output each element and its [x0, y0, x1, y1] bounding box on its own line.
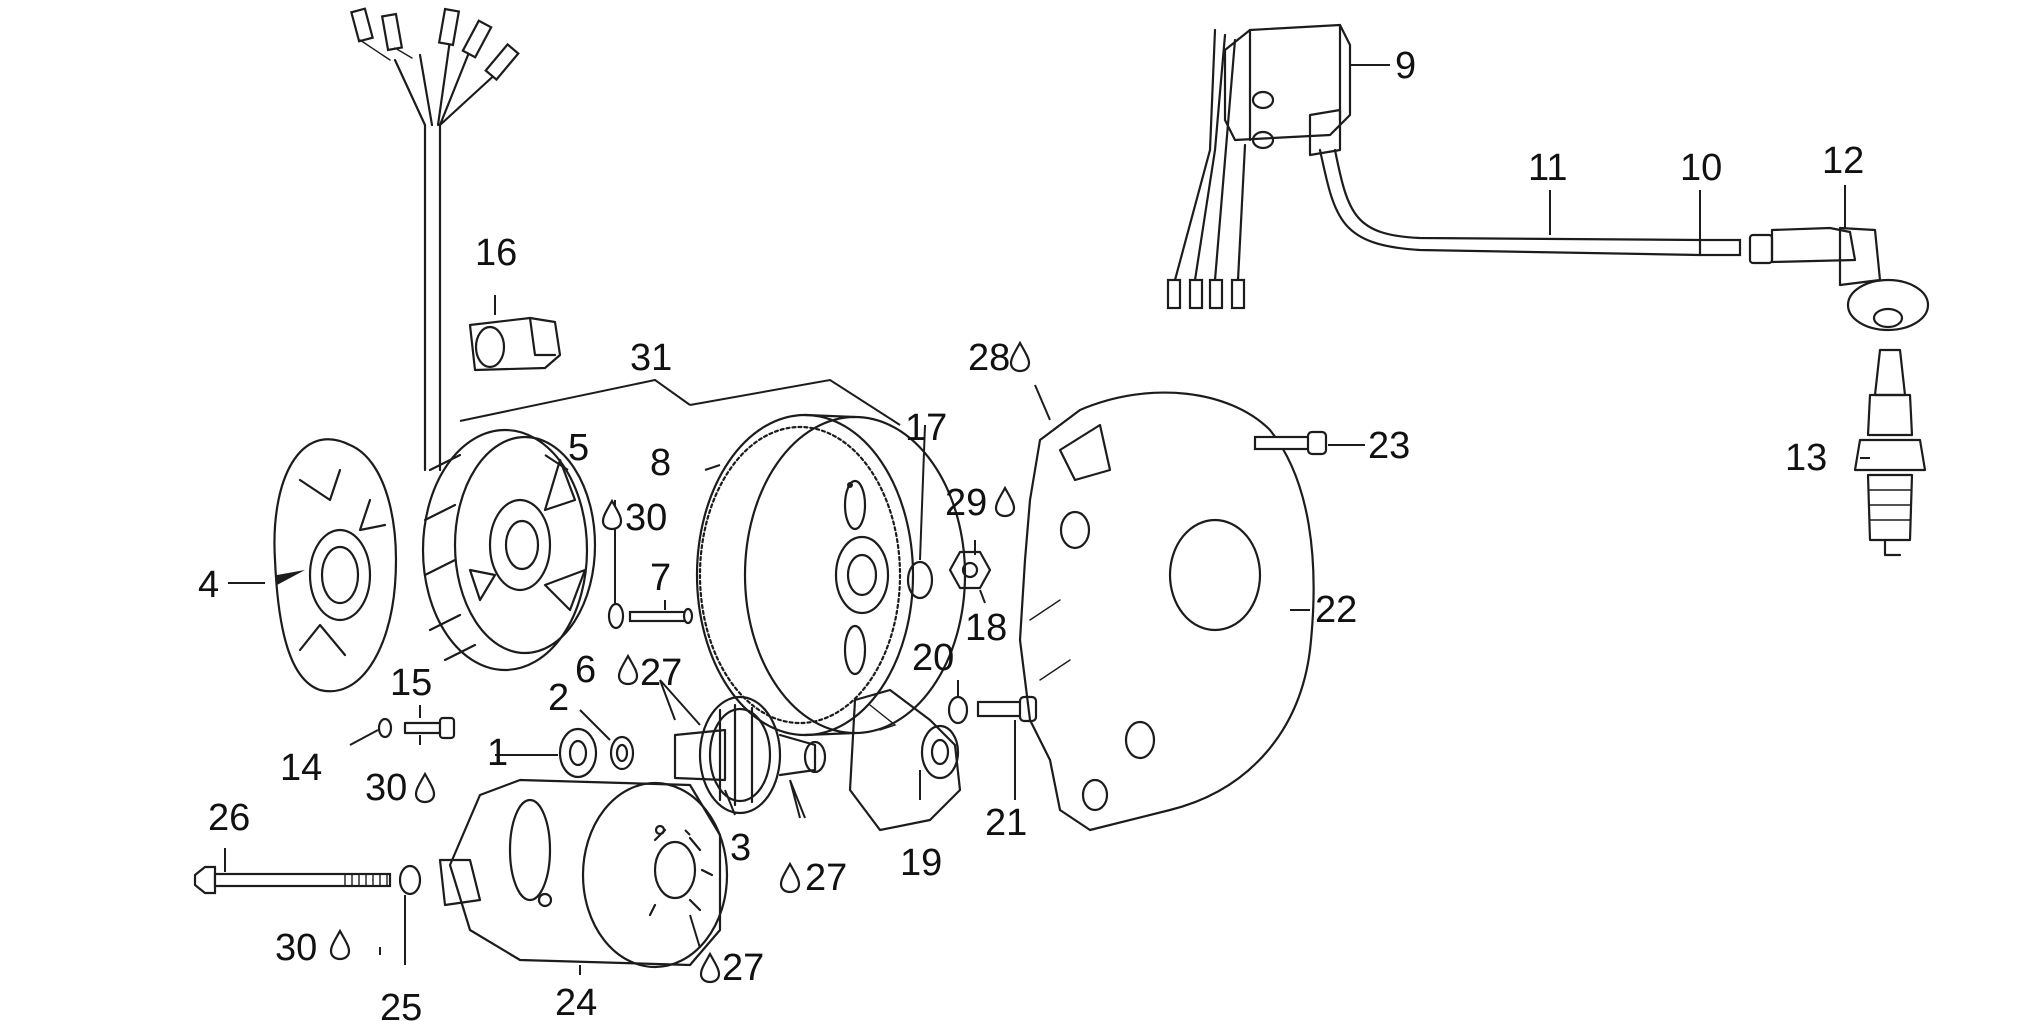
pin-7 [628, 607, 694, 625]
washer-14 [377, 717, 393, 739]
callout-27c: 27 [722, 947, 764, 989]
washer-2 [609, 735, 635, 771]
callout-3: 3 [730, 827, 751, 869]
pickup-sensor [848, 688, 962, 832]
callout-4: 4 [198, 564, 219, 606]
clip-16 [468, 316, 562, 372]
callout-27a: 27 [640, 652, 682, 694]
callout-7: 7 [650, 557, 671, 599]
washer-1 [558, 727, 598, 779]
callout-22: 22 [1315, 589, 1357, 631]
callout-16: 16 [475, 232, 517, 274]
callout-15: 15 [390, 662, 432, 704]
screw-15 [403, 716, 456, 740]
bolt-26 [193, 865, 392, 895]
callout-28: 28 [968, 337, 1010, 379]
callout-30b: 30 [365, 767, 407, 809]
stator [421, 428, 597, 672]
callout-11: 11 [1528, 147, 1567, 189]
callout-24: 24 [555, 982, 597, 1021]
callout-30c: 30 [275, 927, 317, 969]
callout-10: 10 [1680, 147, 1722, 189]
callout-1: 1 [487, 732, 508, 774]
callout-9: 9 [1395, 45, 1416, 87]
callout-23: 23 [1368, 425, 1410, 467]
callout-21: 21 [985, 802, 1027, 844]
callout-30a: 30 [625, 497, 667, 539]
leader-lines [224, 64, 1870, 975]
nut-18 [948, 550, 992, 590]
callout-labels: 4 5 6 7 8 1 2 3 14 15 16 31 30 27 30 26 … [198, 45, 1864, 1021]
callout-20: 20 [912, 637, 954, 679]
washer-6 [607, 602, 625, 630]
callout-17: 17 [905, 407, 947, 449]
washer-17 [906, 560, 934, 600]
starter-drive-gear [673, 695, 827, 815]
screw-23 [1253, 430, 1328, 456]
callout-19: 19 [900, 842, 942, 884]
callout-12: 12 [1822, 140, 1864, 182]
callout-26: 26 [208, 797, 250, 839]
stator-backplate [273, 438, 397, 693]
spark-plug-cap [1748, 226, 1930, 332]
callout-5: 5 [568, 427, 589, 469]
callout-8: 8 [650, 442, 671, 484]
flywheel [695, 413, 967, 737]
callout-13: 13 [1785, 437, 1827, 479]
ignition-cover [1018, 391, 1315, 832]
callout-27b: 27 [805, 857, 847, 899]
callout-2: 2 [548, 677, 569, 719]
callout-6: 6 [575, 649, 596, 691]
starter-motor [438, 778, 729, 969]
callout-29: 29 [945, 482, 987, 524]
callout-18: 18 [965, 607, 1007, 649]
callout-14: 14 [280, 747, 322, 789]
callout-31: 31 [630, 337, 672, 379]
wiring-harness [350, 7, 520, 472]
ignition-coil [1166, 23, 1352, 310]
washer-25 [398, 864, 422, 896]
ht-lead [1318, 148, 1742, 257]
washer-20 [947, 695, 969, 725]
spark-plug [1853, 348, 1927, 557]
callout-25: 25 [380, 987, 422, 1021]
